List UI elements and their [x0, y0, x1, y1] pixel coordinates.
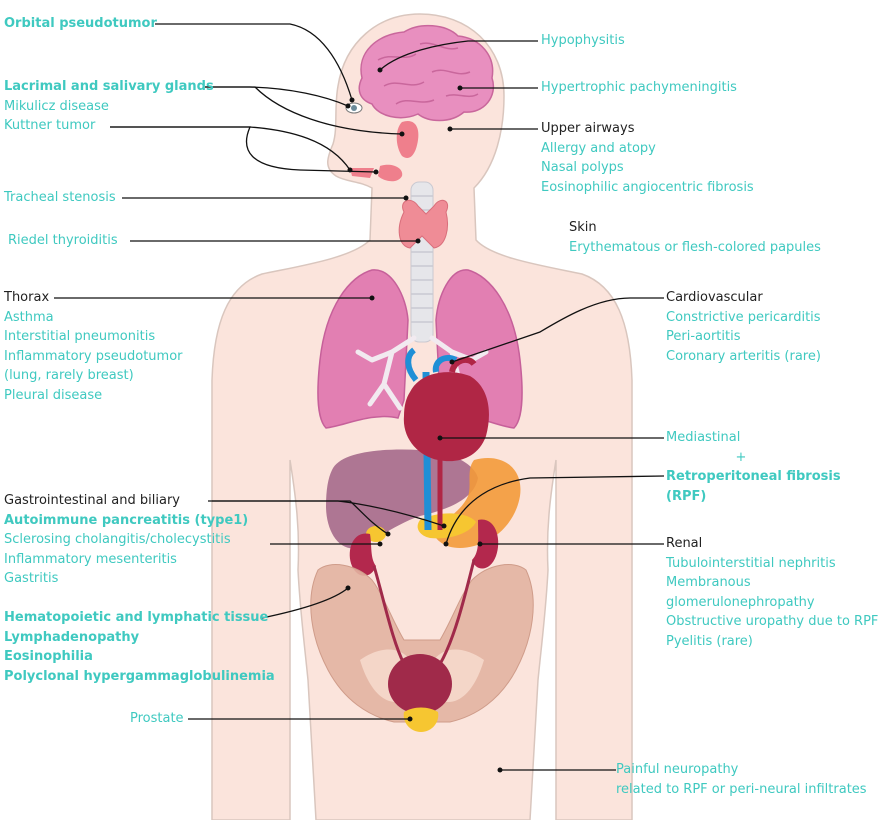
lacrimal-title: Lacrimal and salivary glands: [4, 79, 214, 94]
bladder-shape: [388, 654, 452, 714]
brain-shape: [358, 24, 495, 122]
renal-title: Renal: [666, 536, 703, 551]
hemato-item: Hematopoietic and lymphatic tissue: [4, 610, 269, 625]
pachy-text: Hypertrophic pachymeningitis: [541, 80, 737, 95]
thorax-item: (lung, rarely breast): [4, 368, 134, 383]
orbital-pseudotumor-text: Orbital pseudotumor: [4, 16, 157, 31]
leader-lines: [54, 23, 665, 771]
pelvis-shape: [310, 564, 534, 723]
renal-item: glomerulonephropathy: [666, 594, 815, 610]
thorax-item: Interstitial pneumonitis: [4, 329, 156, 344]
sublingual-gland: [350, 168, 374, 178]
airways-title: Upper airways: [541, 121, 635, 136]
gi-item: Inflammatory mesenteritis: [4, 551, 177, 567]
lacrimal-item: Mikulicz disease: [4, 98, 109, 114]
airways-item: Nasal polyps: [541, 160, 624, 175]
neuro-line: related to RPF or peri-neural infiltrate…: [616, 781, 867, 797]
label-mediastinal-rpf: Mediastinal + Retroperitoneal fibrosis (…: [666, 428, 841, 506]
cardio-item: Constrictive pericarditis: [666, 309, 821, 325]
cardio-item: Peri-aortitis: [666, 329, 741, 344]
renal-item: Membranous: [666, 575, 751, 590]
renal-item: Obstructive uropathy due to RPF: [666, 614, 879, 629]
hemato-item: Polyclonal hypergammaglobulinemia: [4, 668, 275, 684]
gi-item: Sclerosing cholangitis/cholecystitis: [4, 532, 231, 547]
label-thorax: Thorax Asthma Interstitial pneumonitis I…: [4, 288, 183, 405]
gallbladder-shape: [366, 526, 386, 542]
label-hematopoietic: Hematopoietic and lymphatic tissue Lymph…: [4, 608, 275, 686]
label-hypophysitis: Hypophysitis: [541, 31, 625, 51]
submandibular-gland: [378, 164, 403, 182]
hypophysitis-text: Hypophysitis: [541, 33, 625, 48]
pancreas-shape: [417, 513, 476, 539]
gi-bold-item: Autoimmune pancreatitis (type1): [4, 512, 249, 528]
airways-item: Allergy and atopy: [541, 140, 656, 156]
label-tracheal-stenosis: Tracheal stenosis: [4, 188, 116, 208]
gi-item: Gastritis: [4, 571, 59, 586]
label-riedel-thyroiditis: Riedel thyroiditis: [8, 231, 118, 251]
thyroid-shape: [398, 199, 448, 249]
renal-item: Tubulointerstitial nephritis: [666, 555, 836, 571]
label-pachymeningitis: Hypertrophic pachymeningitis: [541, 78, 737, 98]
label-renal: Renal Tubulointerstitial nephritis Membr…: [666, 534, 878, 651]
thorax-item: Pleural disease: [4, 387, 103, 403]
renal-item: Pyelitis (rare): [666, 633, 753, 649]
prostate-shape: [403, 707, 439, 732]
cardio-item: Coronary arteritis (rare): [666, 348, 821, 364]
label-neuropathy: Painful neuropathy related to RPF or per…: [616, 760, 867, 799]
rpf-abbrev: (RPF): [666, 488, 707, 504]
label-upper-airways: Upper airways Allergy and atopy Nasal po…: [541, 119, 754, 197]
thorax-title: Thorax: [4, 290, 50, 305]
skin-item: Erythematous or flesh-colored papules: [569, 239, 821, 255]
neuro-line: Painful neuropathy: [616, 762, 739, 777]
hemato-item: Eosinophilia: [4, 649, 93, 664]
tracheal-text: Tracheal stenosis: [4, 190, 116, 205]
plus-text: +: [735, 449, 747, 465]
riedel-text: Riedel thyroiditis: [8, 233, 118, 248]
label-skin: Skin Erythematous or flesh-colored papul…: [569, 218, 821, 257]
heart-shape: [403, 372, 489, 462]
ureters: [372, 559, 476, 665]
parotid-gland: [396, 120, 419, 159]
prostate-text: Prostate: [130, 711, 184, 726]
label-orbital-pseudotumor: Orbital pseudotumor: [4, 14, 157, 34]
thorax-item: Inflammatory pseudotumor: [4, 348, 183, 364]
skin-title: Skin: [569, 220, 597, 235]
label-prostate: Prostate: [130, 709, 184, 729]
mediastinal-text: Mediastinal: [666, 430, 741, 445]
cardio-title: Cardiovascular: [666, 290, 763, 305]
rpf-text: Retroperitoneal fibrosis: [666, 469, 841, 484]
lacrimal-item: Kuttner tumor: [4, 118, 96, 133]
label-cardiovascular: Cardiovascular Constrictive pericarditis…: [666, 288, 821, 366]
label-lacrimal-salivary: Lacrimal and salivary glands Mikulicz di…: [4, 77, 214, 136]
label-gastrointestinal: Gastrointestinal and biliary Autoimmune …: [4, 491, 248, 589]
gi-title: Gastrointestinal and biliary: [4, 493, 180, 508]
airways-item: Eosinophilic angiocentric fibrosis: [541, 179, 754, 195]
thorax-item: Asthma: [4, 309, 54, 325]
hemato-item: Lymphadenopathy: [4, 629, 140, 645]
